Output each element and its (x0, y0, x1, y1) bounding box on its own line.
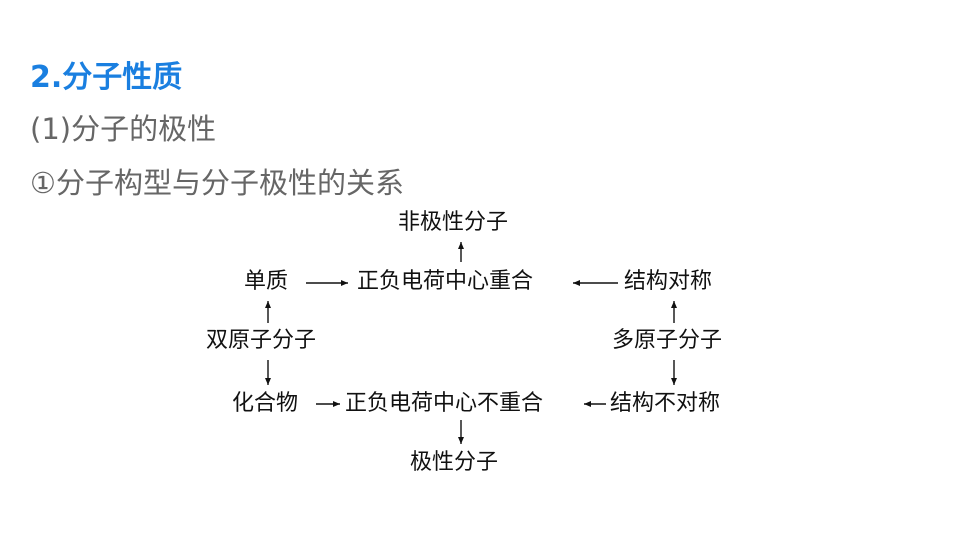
node-charge-center-coincide: 正负电荷中心重合 (357, 269, 534, 294)
section-title: 2.分子性质 (30, 60, 183, 95)
node-polar-molecule: 极性分子 (410, 450, 499, 475)
node-polyatomic-molecule: 多原子分子 (612, 328, 723, 353)
node-compound: 化合物 (232, 391, 299, 416)
node-simple-substance: 单质 (244, 269, 289, 294)
node-diatomic-molecule: 双原子分子 (206, 328, 317, 353)
node-nonpolar-molecule: 非极性分子 (398, 210, 509, 235)
subsection-title: (1)分子的极性 (30, 112, 217, 146)
point-title: ①分子构型与分子极性的关系 (30, 166, 404, 200)
node-structure-symmetric: 结构对称 (624, 269, 713, 294)
node-structure-asymmetric: 结构不对称 (610, 391, 721, 416)
node-charge-center-not-coincide: 正负电荷中心不重合 (345, 391, 544, 416)
